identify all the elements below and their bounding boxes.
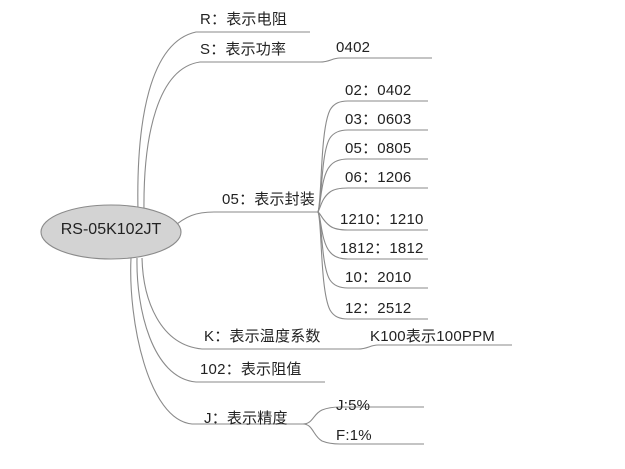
sub-label-package-06[interactable]: 06：1206 xyxy=(345,169,412,186)
connector-branch-j xyxy=(130,257,303,425)
connector-sub-k-100ppm xyxy=(357,344,512,350)
connector-sub-j-5 xyxy=(302,406,424,425)
connector-branch-package xyxy=(171,211,318,229)
connector-sub-package-8 xyxy=(317,211,428,320)
connector-sub-package-4 xyxy=(317,187,428,213)
sub-label-package-02[interactable]: 02：0402 xyxy=(345,82,412,99)
sub-label-s-0402[interactable]: 0402 xyxy=(336,39,371,56)
sub-label-j-5-percent[interactable]: J:5% xyxy=(336,397,371,414)
branch-label-k[interactable]: K：表示温度系数 xyxy=(204,328,321,345)
root-node-label: RS-05K102JT xyxy=(60,221,162,238)
connector-branch-r xyxy=(137,31,310,213)
branch-label-j[interactable]: J：表示精度 xyxy=(204,410,288,427)
connector-sub-package-1 xyxy=(317,100,428,213)
branch-label-s[interactable]: S：表示功率 xyxy=(200,41,287,58)
sub-label-package-1210[interactable]: 1210：1210 xyxy=(340,211,424,228)
connector-sub-f-1 xyxy=(302,423,424,445)
branch-label-r[interactable]: R：表示电阻 xyxy=(200,11,288,28)
connector-sub-package-7 xyxy=(317,211,428,289)
connector-branch-s xyxy=(143,61,320,213)
sub-label-package-05[interactable]: 05：0805 xyxy=(345,140,412,157)
branch-label-102[interactable]: 102：表示阻值 xyxy=(200,361,302,378)
sub-label-package-03[interactable]: 03：0603 xyxy=(345,111,412,128)
sub-label-package-10[interactable]: 10：2010 xyxy=(345,269,412,286)
connector-sub-s-0402 xyxy=(319,57,432,63)
connector-sub-package-5 xyxy=(317,211,428,231)
sub-label-k-100ppm[interactable]: K100表示100PPM xyxy=(370,328,495,345)
connector-branch-k xyxy=(141,257,358,350)
connector-sub-package-3 xyxy=(317,158,428,213)
sub-label-package-1812[interactable]: 1812：1812 xyxy=(340,240,424,257)
sub-label-package-12[interactable]: 12：2512 xyxy=(345,300,412,317)
connector-branch-102 xyxy=(136,257,325,383)
branch-label-package[interactable]: 05：表示封装 xyxy=(222,191,316,208)
sub-label-f-1-percent[interactable]: F:1% xyxy=(336,427,372,444)
root-node-ellipse[interactable] xyxy=(40,204,182,260)
